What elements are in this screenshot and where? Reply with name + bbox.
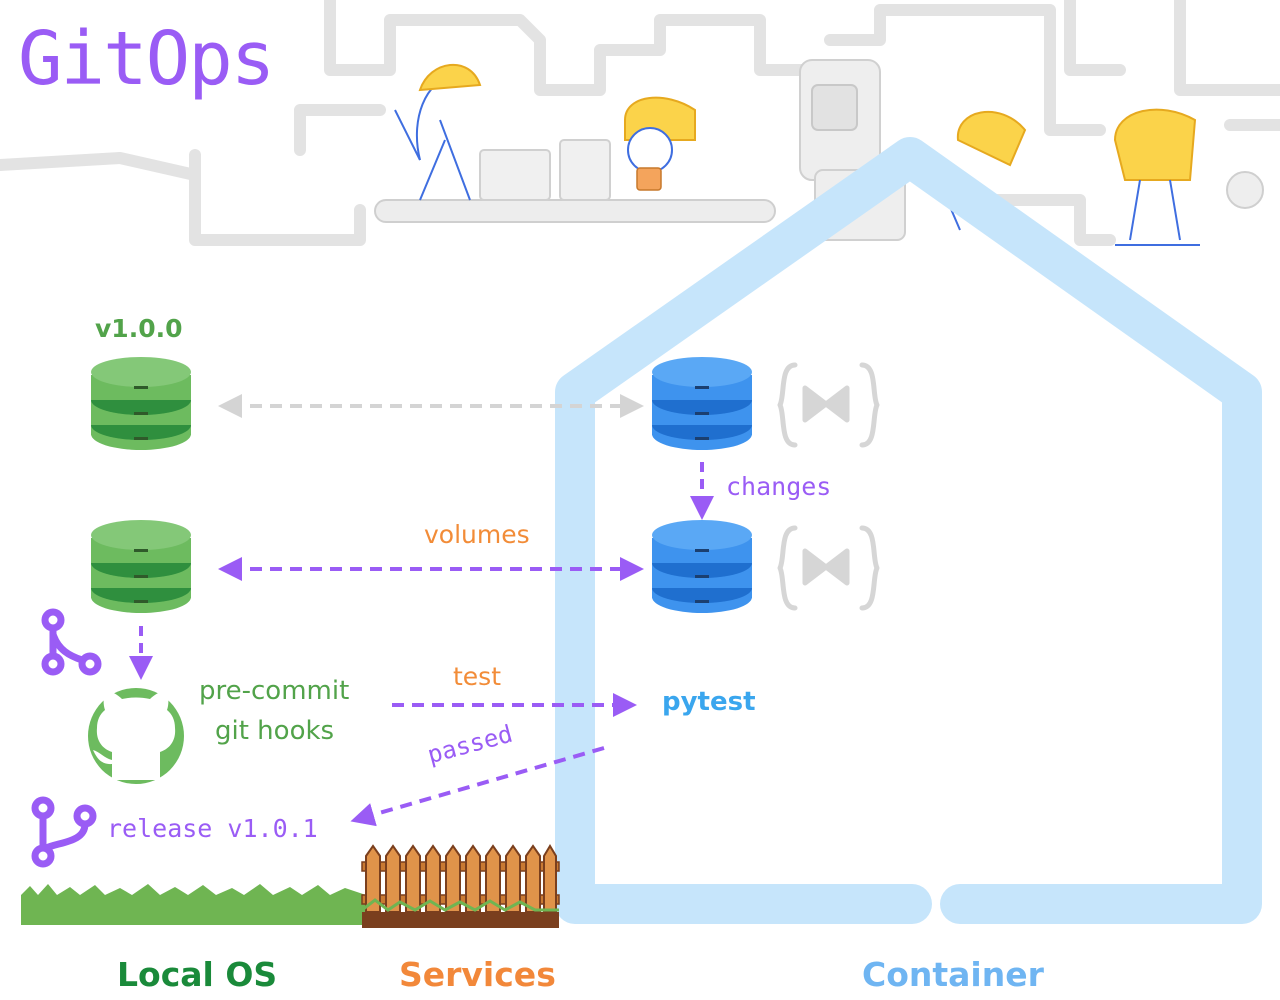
- git-merge-icon: [41, 608, 102, 676]
- passed-arrow: [350, 746, 605, 827]
- precommit-label-line2: git hooks: [215, 716, 335, 746]
- precommit-label-line1: pre-commit: [199, 676, 350, 706]
- github-octocat-icon: [88, 688, 184, 784]
- pytest-label: pytest: [662, 687, 756, 717]
- factory-conveyor-illustration: [0, 0, 1280, 246]
- database-icon: [91, 357, 191, 450]
- release-label: release v1.0.1: [107, 814, 318, 843]
- visual-studio-code-icon: [777, 362, 880, 448]
- house-outline: [555, 137, 1262, 924]
- database-icon: [91, 520, 191, 613]
- hard-hat-worker-illustration: [394, 63, 1200, 246]
- database-icon: [652, 357, 752, 450]
- section-services: Services: [399, 955, 556, 994]
- section-container: Container: [862, 955, 1044, 994]
- visual-studio-code-icon: [777, 525, 880, 611]
- test-label: test: [453, 662, 502, 691]
- page-title: GitOps: [18, 16, 275, 102]
- database-icon: [652, 520, 752, 613]
- grass-icon: [21, 884, 366, 925]
- version-label: v1.0.0: [95, 314, 183, 343]
- volumes-label: volumes: [424, 520, 530, 549]
- section-local-os: Local OS: [117, 955, 278, 994]
- git-branch-icon: [31, 796, 97, 868]
- changes-label: changes: [726, 472, 832, 501]
- picket-fence-icon: [361, 844, 560, 928]
